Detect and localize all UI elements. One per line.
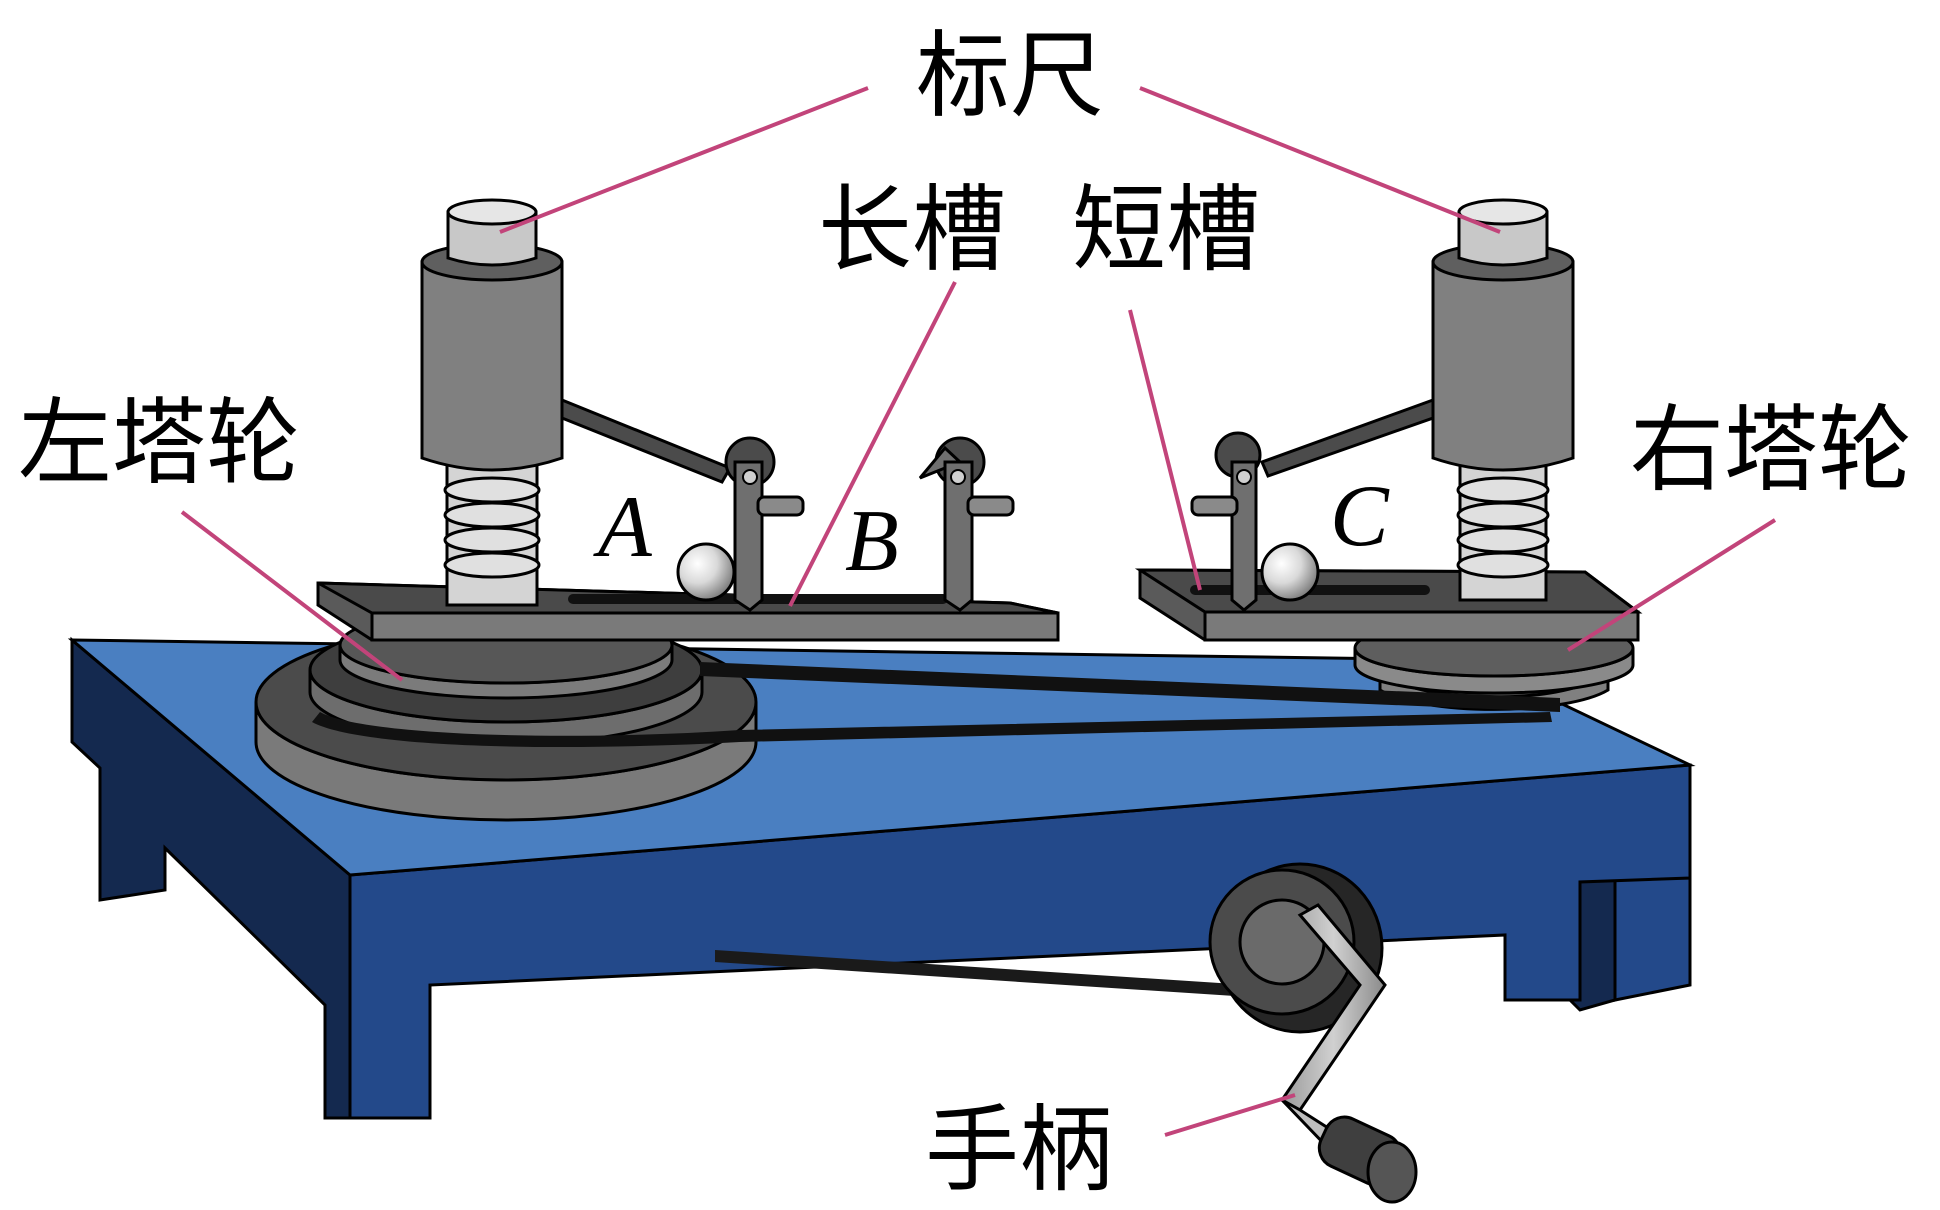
leader-short-groove <box>1128 309 1202 591</box>
label-point-c: C <box>1330 468 1390 565</box>
leader-scale-right <box>1139 86 1501 234</box>
label-right-tower-wheel: 右塔轮 <box>1630 396 1912 505</box>
baffle-c <box>1190 431 1262 612</box>
right-lever-arm <box>1259 397 1435 478</box>
left-spring-coils <box>443 476 541 579</box>
drive-belt-lower <box>715 950 1250 997</box>
table-front-face <box>348 763 1692 1120</box>
label-scale: 标尺 <box>916 22 1104 131</box>
left-column <box>420 198 733 607</box>
ball-right <box>1260 542 1320 602</box>
right-plate-edge <box>1203 610 1640 642</box>
ball-left <box>676 542 736 602</box>
right-sleeve <box>1431 260 1575 472</box>
leader-right-tower <box>1566 518 1777 652</box>
left-lever-arm <box>560 397 733 484</box>
label-point-b: B <box>845 493 899 590</box>
right-arm-plate <box>1134 568 1643 642</box>
leader-scale-left <box>499 86 869 234</box>
leader-left-tower <box>180 510 404 682</box>
right-column <box>1259 198 1575 602</box>
left-scale-top <box>446 198 538 226</box>
label-point-a: A <box>593 479 653 576</box>
baffle-b <box>918 436 1015 612</box>
label-left-tower-wheel: 左塔轮 <box>18 389 300 498</box>
label-short-groove: 短槽 <box>1072 176 1260 285</box>
leader-long-groove <box>788 281 957 607</box>
leader-handle <box>1164 1093 1296 1137</box>
baffle-a <box>724 436 805 612</box>
label-long-groove: 长槽 <box>818 176 1006 285</box>
upper-belt <box>312 662 1560 748</box>
left-sleeve <box>420 260 564 472</box>
handle-grip-end <box>1366 1140 1418 1204</box>
leader-lines <box>180 86 1777 1137</box>
right-scale-top <box>1457 198 1549 226</box>
right-spring-coils <box>1456 476 1550 579</box>
label-handle: 手柄 <box>925 1096 1113 1205</box>
left-plate-edge <box>370 611 1060 642</box>
drive-assembly <box>715 862 1418 1204</box>
